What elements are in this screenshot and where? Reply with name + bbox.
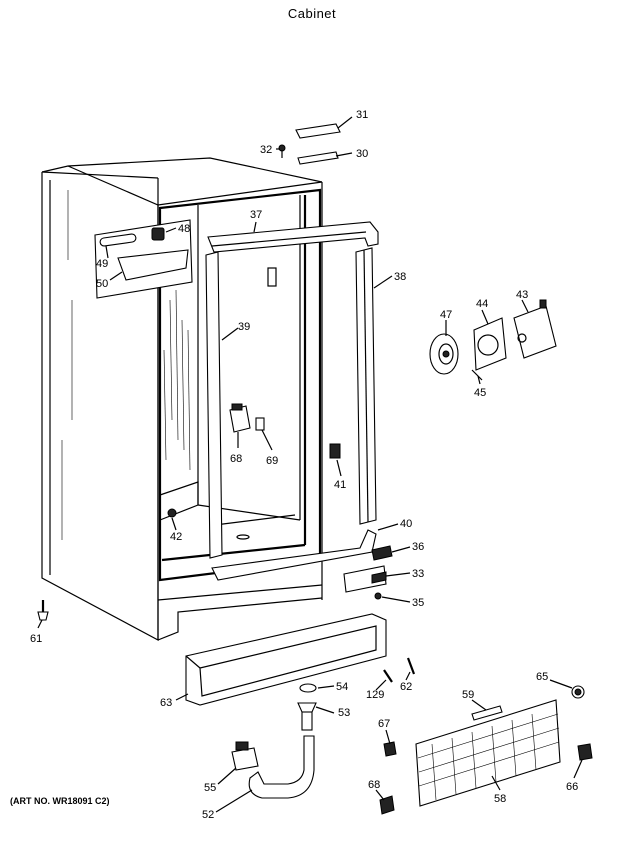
drain-tube-52 — [248, 735, 315, 799]
callout-61: 61 — [30, 633, 42, 645]
toe-grille-63 — [185, 613, 387, 706]
callout-41: 41 — [334, 479, 346, 491]
part-61-leg — [37, 600, 49, 621]
part-59-strip — [471, 705, 503, 721]
part-41-latch — [329, 443, 341, 459]
part-65-knob — [571, 685, 585, 699]
callout-40: 40 — [400, 518, 412, 530]
callout-31: 31 — [356, 109, 368, 121]
callout-54: 54 — [336, 681, 348, 693]
callout-48: 48 — [178, 223, 190, 235]
part-35-screw — [374, 592, 382, 600]
callout-129: 129 — [366, 689, 384, 701]
callout-58: 58 — [494, 793, 506, 805]
door-frame-37 — [207, 221, 379, 253]
callout-69: 69 — [266, 455, 278, 467]
part-66-clip — [577, 743, 593, 761]
part-54 — [299, 683, 317, 693]
part-69-clip — [255, 417, 265, 431]
callout-38: 38 — [394, 271, 406, 283]
callout-36: 36 — [412, 541, 424, 553]
grille-58 — [415, 699, 561, 807]
part-62-screw — [406, 657, 416, 675]
frame-bottom-40 — [211, 529, 377, 581]
callout-47: 47 — [440, 309, 452, 321]
callout-68-upper: 68 — [230, 453, 242, 465]
part-42-plug — [167, 508, 177, 518]
screw-32 — [278, 144, 286, 158]
callout-35: 35 — [412, 597, 424, 609]
callout-63: 63 — [160, 697, 172, 709]
callout-44: 44 — [476, 298, 488, 310]
leader-lines — [37, 116, 583, 813]
part-36-bracket — [371, 545, 393, 561]
callout-49: 49 — [96, 258, 108, 270]
callout-59: 59 — [462, 689, 474, 701]
callout-43: 43 — [516, 289, 528, 301]
part-53-funnel — [297, 702, 317, 731]
callout-52: 52 — [202, 809, 214, 821]
callout-67: 67 — [378, 718, 390, 730]
callout-66: 66 — [566, 781, 578, 793]
callout-42: 42 — [170, 531, 182, 543]
art-number: (ART NO. WR18091 C2) — [10, 796, 110, 806]
callout-53: 53 — [338, 707, 350, 719]
part-67-clip — [383, 741, 397, 757]
frame-strip-38 — [355, 247, 377, 525]
callout-32: 32 — [260, 144, 272, 156]
callout-65: 65 — [536, 671, 548, 683]
part-129-screw — [383, 669, 393, 683]
callout-39: 39 — [238, 321, 250, 333]
cabinet-body — [41, 157, 323, 642]
callout-50: 50 — [96, 278, 108, 290]
part-47-disc — [429, 333, 459, 375]
door-frame-39 — [205, 251, 223, 559]
hinge-cover-31 — [295, 123, 341, 139]
part-68-block — [229, 403, 251, 433]
callout-68-lower: 68 — [368, 779, 380, 791]
callout-55: 55 — [204, 782, 216, 794]
part-33-hinge — [343, 565, 387, 593]
callout-45: 45 — [474, 387, 486, 399]
part-43-switch — [513, 299, 557, 359]
callout-62: 62 — [400, 681, 412, 693]
part-55-clip — [231, 741, 259, 771]
hinge-30 — [297, 151, 339, 165]
callout-30: 30 — [356, 148, 368, 160]
callout-labels: 31 32 30 37 48 49 50 38 39 47 44 43 45 6… — [30, 109, 578, 821]
callout-33: 33 — [412, 568, 424, 580]
part-44-plate — [473, 317, 507, 371]
part-68-clip — [379, 795, 395, 815]
screw-45 — [471, 369, 483, 381]
callout-37: 37 — [250, 209, 262, 221]
diagram-title: Cabinet — [287, 6, 337, 21]
